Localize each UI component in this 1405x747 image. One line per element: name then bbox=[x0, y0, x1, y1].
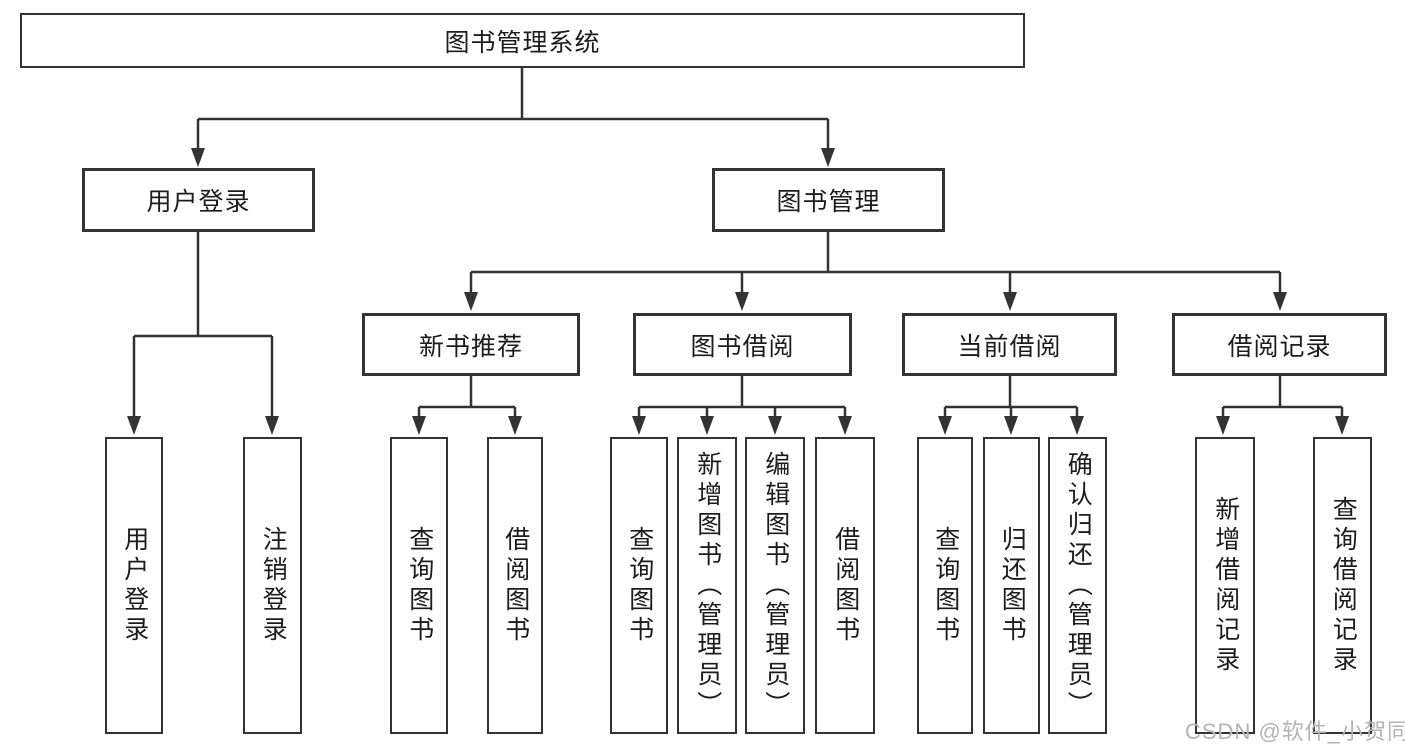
leaf-logout-label: 注销登录 bbox=[259, 525, 288, 646]
leaf-query-borrow-record: 查询借阅记录 bbox=[1313, 437, 1372, 734]
leaf-query-books-recommend-label: 查询图书 bbox=[405, 525, 434, 646]
node-current-borrow-label: 当前借阅 bbox=[957, 332, 1062, 361]
leaf-query-books-current-label: 查询图书 bbox=[931, 525, 960, 646]
leaf-user-login: 用户登录 bbox=[105, 437, 163, 734]
node-new-book-recommend: 新书推荐 bbox=[362, 313, 580, 376]
node-user-login-label: 用户登录 bbox=[146, 188, 251, 216]
leaf-logout: 注销登录 bbox=[243, 437, 302, 734]
leaf-user-login-label: 用户登录 bbox=[120, 525, 149, 646]
leaf-query-books-current: 查询图书 bbox=[917, 437, 973, 734]
leaf-query-books-recommend: 查询图书 bbox=[390, 437, 448, 734]
leaf-borrow-books-recommend: 借阅图书 bbox=[487, 437, 543, 734]
node-root-system: 图书管理系统 bbox=[20, 13, 1025, 68]
leaf-edit-books-admin: 编辑图书（管理员） bbox=[745, 437, 805, 734]
csdn-watermark: CSDN @软件_小贺同学 bbox=[1185, 719, 1405, 744]
node-borrow-record-label: 借阅记录 bbox=[1227, 332, 1332, 361]
leaf-add-books-admin: 新增图书（管理员） bbox=[677, 437, 737, 734]
node-book-borrow: 图书借阅 bbox=[633, 313, 852, 376]
leaf-query-borrow-record-label: 查询借阅记录 bbox=[1329, 495, 1358, 676]
leaf-add-books-admin-label: 新增图书（管理员） bbox=[693, 450, 722, 721]
leaf-add-borrow-record-label: 新增借阅记录 bbox=[1211, 495, 1240, 676]
node-book-borrow-label: 图书借阅 bbox=[690, 332, 795, 361]
node-borrow-record: 借阅记录 bbox=[1172, 313, 1387, 376]
node-user-login: 用户登录 bbox=[82, 168, 315, 232]
leaf-borrow-books: 借阅图书 bbox=[815, 437, 875, 734]
leaf-edit-books-admin-label: 编辑图书（管理员） bbox=[761, 450, 790, 721]
leaf-query-books-borrow: 查询图书 bbox=[610, 437, 668, 734]
leaf-confirm-return-admin: 确认归还（管理员） bbox=[1048, 437, 1107, 734]
leaf-borrow-books-recommend-label: 借阅图书 bbox=[501, 525, 530, 646]
leaf-borrow-books-label: 借阅图书 bbox=[831, 525, 860, 646]
leaf-add-borrow-record: 新增借阅记录 bbox=[1195, 437, 1255, 734]
node-book-management-label: 图书管理 bbox=[776, 188, 881, 216]
leaf-confirm-return-admin-label: 确认归还（管理员） bbox=[1064, 450, 1093, 721]
leaf-return-books: 归还图书 bbox=[983, 437, 1040, 734]
node-root-system-label: 图书管理系统 bbox=[444, 28, 601, 57]
node-current-borrow: 当前借阅 bbox=[902, 313, 1117, 376]
leaf-return-books-label: 归还图书 bbox=[998, 525, 1027, 646]
node-book-management: 图书管理 bbox=[712, 168, 945, 232]
arrowheads bbox=[127, 148, 1349, 435]
node-new-book-recommend-label: 新书推荐 bbox=[418, 332, 523, 361]
leaf-query-books-borrow-label: 查询图书 bbox=[625, 525, 654, 646]
